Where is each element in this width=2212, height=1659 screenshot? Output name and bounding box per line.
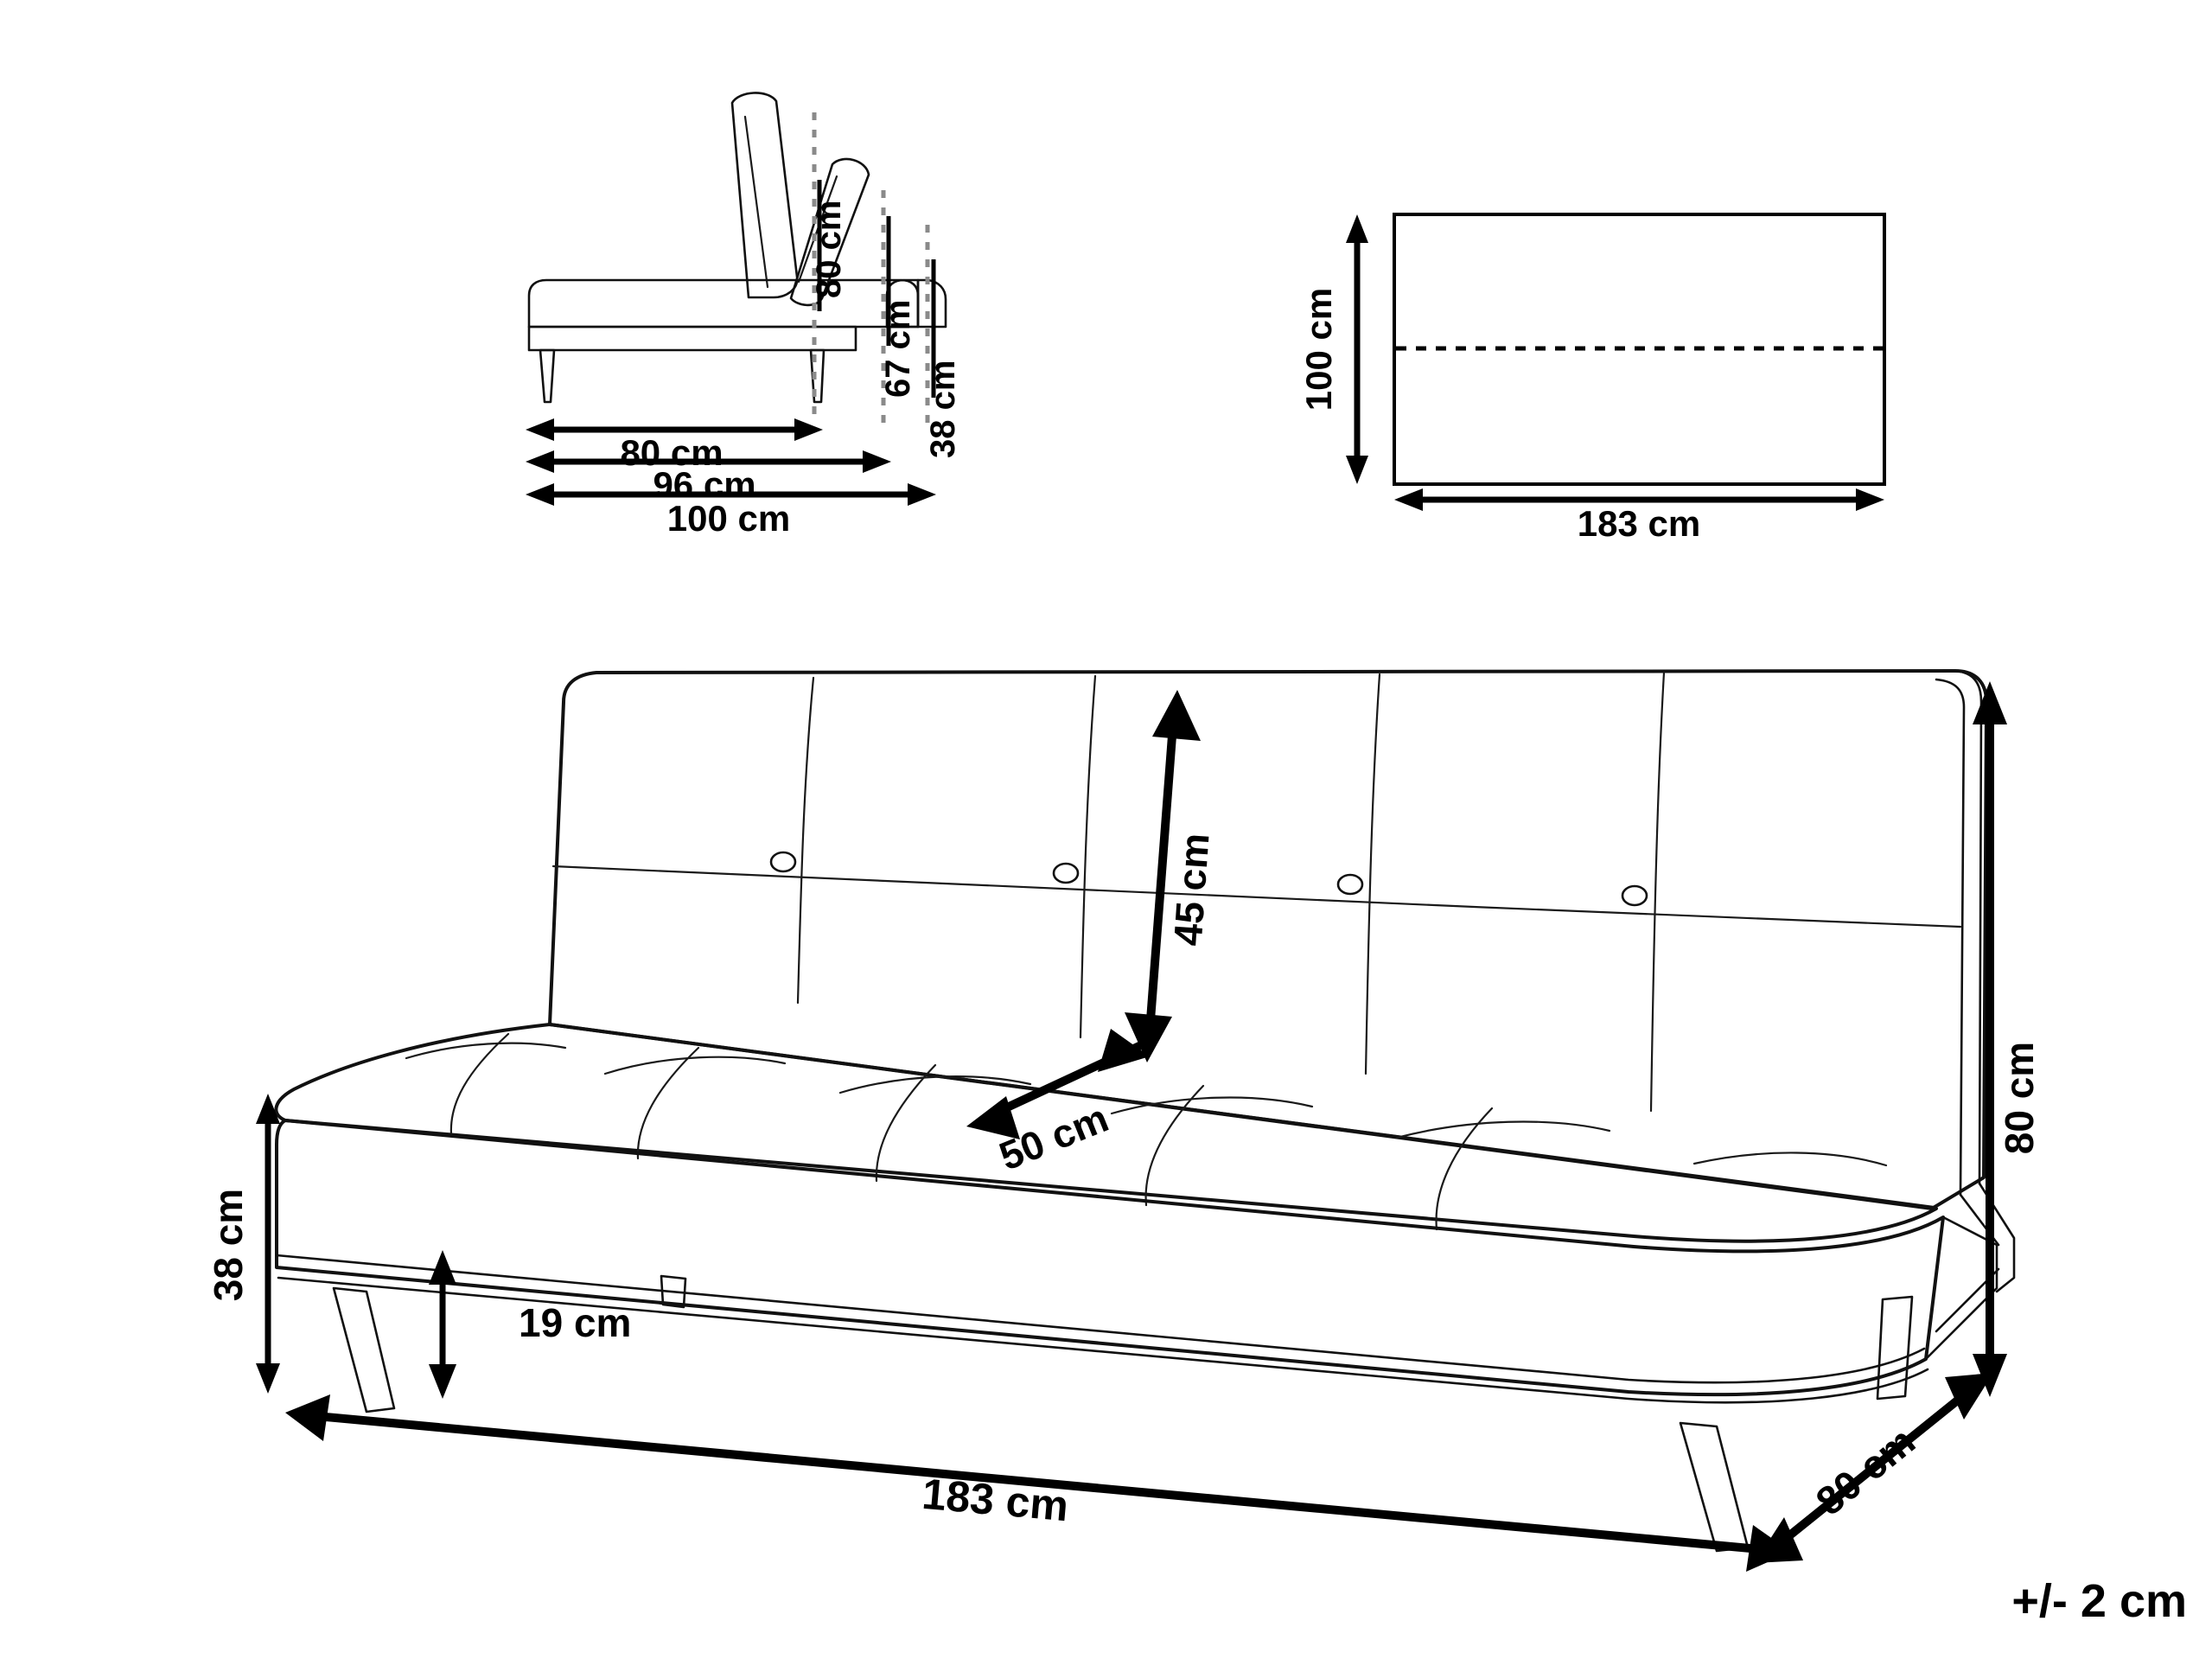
leg-back-right — [1876, 1295, 1914, 1401]
backrest-right-edge2 — [1935, 678, 1966, 1196]
tuft-button-2 — [1052, 862, 1080, 884]
backrest-outline — [548, 669, 1988, 1210]
dim-80cm-depth-arrow — [1755, 1373, 1993, 1563]
side-backrest-reclined — [789, 157, 870, 307]
top-dim-183cm-label: 183 cm — [1578, 503, 1700, 544]
top-view-group: 100 cm 183 cm — [1298, 213, 1886, 544]
side-leg-left — [539, 348, 556, 404]
perspective-view-group: 45 cm 50 cm 38 cm 19 cm — [206, 669, 2042, 1572]
seat-tuft-crown-6 — [1692, 1152, 1888, 1167]
seat-tuft-crown-5 — [1395, 1120, 1611, 1139]
backrest-right-thickness — [1954, 669, 1983, 1185]
dim-80cm-depth-label: 80 cm — [1807, 1418, 1923, 1523]
dim-38cm-label: 38 cm — [206, 1189, 251, 1301]
side-leg-right — [809, 348, 826, 404]
side-seat-body — [527, 278, 920, 329]
tuft-button-1 — [769, 851, 797, 873]
backrest-vseam-3 — [1364, 673, 1381, 1075]
seat-tuft-1 — [449, 1032, 510, 1136]
seat-cushion-top — [274, 1023, 1938, 1243]
backrest-vseam-1 — [796, 676, 815, 1005]
dim-19cm-arrow — [429, 1250, 456, 1399]
dim-45cm-label: 45 cm — [1165, 832, 1218, 948]
side-base-rail — [527, 325, 857, 352]
bed-plan-outline — [1393, 213, 1886, 486]
seat-tuft-2 — [636, 1046, 700, 1160]
dim-80cm-height-label: 80 cm — [1997, 1042, 2042, 1154]
side-dim-67cm-label: 67 cm — [879, 300, 917, 398]
seat-tuft-3 — [875, 1063, 937, 1183]
front-rail-upper — [275, 1254, 1926, 1384]
side-dim-96cm-label: 96 cm — [653, 464, 755, 505]
tuft-button-4 — [1621, 884, 1648, 907]
side-dim-80cm-horizontal — [526, 418, 823, 441]
base-frame-slab — [1924, 1216, 1998, 1361]
tuft-button-3 — [1336, 873, 1364, 896]
dim-38cm-arrow — [256, 1094, 280, 1394]
side-view-group: 80 cm 67 cm 38 cm 80 cm — [526, 92, 962, 539]
side-dim-100cm-horizontal — [526, 483, 936, 506]
top-dim-183cm — [1394, 488, 1884, 511]
tolerance-note: +/- 2 cm — [2011, 1575, 2187, 1627]
seat-tuft-crown-1 — [405, 1042, 567, 1060]
backrest-vseam-4 — [1649, 671, 1666, 1113]
seat-tuft-5 — [1435, 1107, 1494, 1231]
side-dim-80cm-horizontal-label: 80 cm — [620, 432, 723, 473]
top-dim-100cm — [1346, 214, 1368, 484]
side-backrest-upright-seam — [743, 115, 769, 289]
seat-tuft-crown-4 — [1110, 1096, 1314, 1115]
dim-183cm-label: 183 cm — [921, 1470, 1071, 1531]
center-support-tab — [660, 1274, 687, 1309]
backrest-mid-seam — [551, 865, 1962, 928]
front-rail-lower — [277, 1276, 1929, 1404]
dim-80cm-height-arrow — [1973, 681, 2007, 1397]
dim-50cm-arrow — [966, 1029, 1155, 1139]
top-dim-100cm-label: 100 cm — [1298, 288, 1339, 411]
sofa-front-apron — [275, 1119, 1945, 1397]
base-frame-back-edge2 — [1978, 1182, 2016, 1293]
seat-tuft-crown-2 — [603, 1056, 787, 1075]
dim-19cm-label: 19 cm — [519, 1300, 631, 1345]
side-dim-100cm-label: 100 cm — [667, 498, 790, 539]
side-dim-96cm-horizontal — [526, 450, 891, 473]
leg-front-left — [332, 1286, 396, 1413]
side-dim-80cm-vertical-label: 80 cm — [810, 201, 848, 298]
backrest-vseam-2 — [1079, 674, 1097, 1039]
side-dim-38cm-label: 38 cm — [924, 361, 962, 458]
seat-tuft-crown-3 — [838, 1075, 1032, 1094]
leg-front-right — [1679, 1421, 1750, 1553]
